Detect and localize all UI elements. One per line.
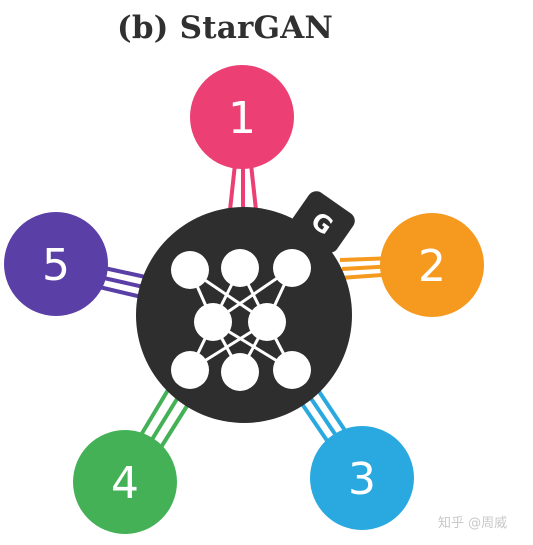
connector-line [314, 385, 350, 437]
network-node [273, 351, 311, 389]
domain-label: 4 [111, 458, 139, 509]
connector-line [146, 392, 182, 448]
network-node [194, 303, 232, 341]
domain-node-2: 2 [380, 213, 484, 317]
network-node [221, 353, 259, 391]
network-node [248, 303, 286, 341]
domain-circle [310, 426, 414, 530]
domain-circle [73, 430, 177, 534]
network-node [171, 251, 209, 289]
connector-line [94, 284, 147, 300]
domain-node-1: 1 [190, 65, 294, 169]
domain-circle [4, 212, 108, 316]
generator: G [136, 191, 355, 423]
connections-4 [136, 388, 194, 454]
domain-circle [190, 65, 294, 169]
network-node [273, 249, 311, 287]
domain-circle [380, 213, 484, 317]
domain-label: 1 [228, 93, 256, 144]
domain-label: 2 [418, 241, 446, 292]
domain-label: 3 [348, 454, 376, 505]
figure-title: (b) StarGAN [117, 10, 333, 46]
network-nodes [171, 249, 311, 391]
network-node [171, 351, 209, 389]
connector-line [136, 388, 170, 442]
domain-node-3: 3 [310, 426, 414, 530]
watermark: 知乎 @周威 [438, 516, 508, 531]
generator-circle [136, 207, 352, 423]
network-node [221, 249, 259, 287]
domain-node-4: 4 [73, 430, 177, 534]
connector-line [156, 396, 194, 454]
domain-node-5: 5 [4, 212, 108, 316]
domain-label: 5 [42, 240, 70, 291]
